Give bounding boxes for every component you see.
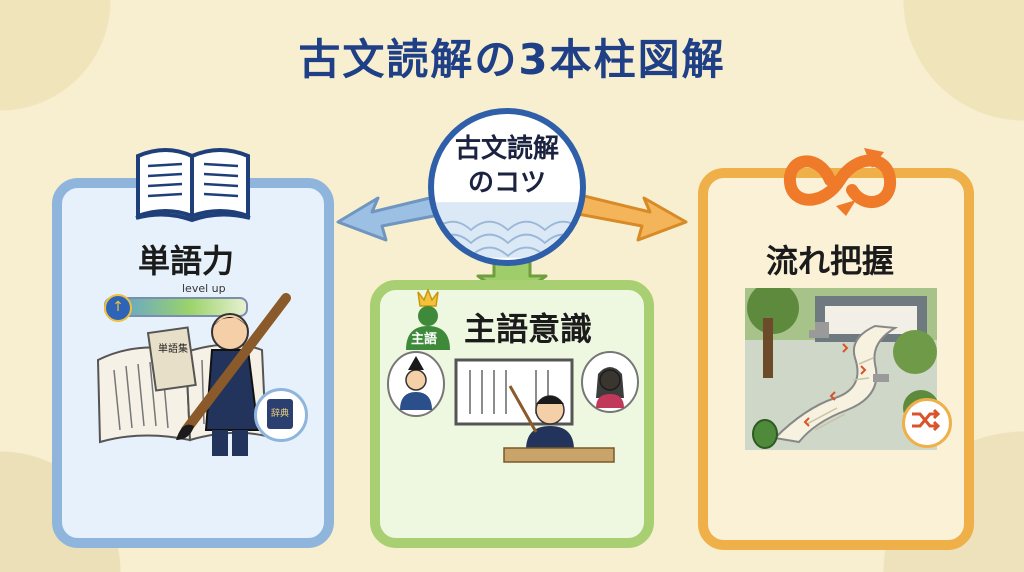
student-reading-illustration: 単語集 <box>96 293 291 456</box>
wave-pattern <box>434 202 580 258</box>
classroom-illustration <box>387 351 639 463</box>
arrow-left <box>336 194 446 242</box>
hub-label: 古文読解 のコツ <box>454 134 559 198</box>
pillar-title-flow-grasp: 流れ把握 <box>766 242 895 280</box>
subject-badge-label: 主語 <box>411 332 438 347</box>
level-up-icon: ↑ <box>104 294 132 322</box>
pillar-title-vocabulary: 単語力 <box>138 242 235 280</box>
arrow-right <box>576 194 688 242</box>
cycle-arrows-icon <box>784 148 896 216</box>
pillar-title-subject-awareness: 主語意識 <box>464 310 593 348</box>
crowned-subject-icon <box>406 288 450 350</box>
level-up-label: level up <box>182 282 226 295</box>
open-book-icon <box>135 148 251 223</box>
dictionary-badge: 辞典 <box>254 388 308 442</box>
shuffle-badge <box>902 398 952 448</box>
shuffle-icon <box>912 408 941 432</box>
page-title: 古文読解の3本柱図解 <box>298 35 726 84</box>
hub-circle: 古文読解 のコツ <box>428 108 586 266</box>
book-spine-label: 単語集 <box>158 342 188 355</box>
dictionary-icon: 辞典 <box>267 399 293 429</box>
